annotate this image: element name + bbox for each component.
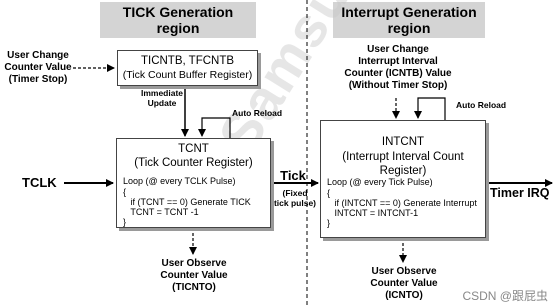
- observe-left-line3: (TICNTO): [172, 282, 216, 293]
- tick-fixed-pulse-label: (Fixed tick pulse): [272, 188, 318, 208]
- tick-sub-line1: (Fixed: [282, 188, 308, 198]
- user-change-right-line1: User Change: [367, 44, 429, 55]
- tcnt-title-line1: TCNT: [178, 143, 209, 155]
- auto-reload-left-label: Auto Reload: [232, 108, 283, 118]
- user-change-right-line4: (Without Timer Stop): [348, 80, 448, 91]
- interrupt-region-header: Interrupt Generation region: [333, 2, 485, 38]
- intcnt-code-line3: if (INTCNT == 0) Generate Interrupt: [327, 198, 477, 208]
- user-observe-interrupt-label: User Observe Counter Value (ICNTO): [360, 266, 448, 302]
- user-change-left-line1: User Change: [7, 50, 69, 61]
- auto-reload-left-path: [198, 117, 231, 150]
- intcnt-code-line1: Loop (@ every Tick Pulse): [327, 177, 433, 187]
- immediate-update-line1: Immediate: [140, 88, 184, 98]
- intcnt-title-line1: INTCNT: [381, 136, 425, 148]
- observe-left-line2: Counter Value: [160, 270, 228, 281]
- intcnt-code-line4: INTCNT = INTCNT-1: [327, 208, 419, 218]
- interrupt-region-title-line1: Interrupt Generation: [341, 4, 477, 20]
- tick-region-title-line2: region: [156, 20, 200, 36]
- tcnt-title-line2: (Tick Counter Register): [134, 157, 253, 169]
- tclk-label: TCLK: [22, 175, 57, 190]
- tick-region-header: TICK Generation region: [100, 2, 256, 38]
- tcnt-code-line3: if (TCNT == 0) Generate TICK: [123, 197, 251, 207]
- intcnt-code-line5: }: [327, 218, 331, 228]
- user-observe-tick-label: User Observe Counter Value (TICNTO): [150, 258, 238, 294]
- tcnt-code-line4: TCNT = TCNT -1: [123, 207, 199, 217]
- user-change-left-line2: Counter Value: [4, 62, 72, 73]
- user-change-left-line3: (Timer Stop): [8, 74, 68, 85]
- interrupt-interval-count-register: INTCNT (Interrupt Interval Count Registe…: [320, 120, 486, 238]
- buffer-title-line1: TICNTB, TFCNTB: [140, 55, 235, 67]
- intcnt-title-line2: (Interrupt Interval Count Register): [342, 151, 464, 177]
- tick-region-title-line1: TICK Generation: [122, 4, 234, 20]
- intcnt-code-line2: {: [327, 188, 331, 198]
- observe-right-line2: Counter Value: [370, 278, 438, 289]
- user-change-right-line3: Counter (ICNTB) Value: [344, 68, 452, 79]
- buffer-title-line2: (Tick Count Buffer Register): [122, 69, 253, 81]
- user-change-right-line2: Interrupt Interval: [358, 56, 438, 67]
- immediate-update-line2: Update: [147, 98, 177, 108]
- interrupt-region-title-line2: region: [387, 20, 431, 36]
- immediate-update-label: Immediate Update: [140, 88, 184, 108]
- observe-right-line1: User Observe: [371, 266, 437, 277]
- tcnt-code-line1: Loop (@ every TCLK Pulse): [123, 176, 236, 186]
- tick-sub-line2: tick pulse): [273, 198, 317, 208]
- tick-label: Tick: [280, 168, 306, 183]
- observe-right-line3: (ICNTO): [385, 290, 423, 301]
- tcnt-code-line2: {: [123, 187, 127, 197]
- auto-reload-right-path: [414, 97, 446, 120]
- user-change-interval-label: User Change Interrupt Interval Counter (…: [336, 44, 460, 92]
- tick-counter-register: TCNT (Tick Counter Register) Loop (@ eve…: [116, 138, 271, 228]
- user-change-counter-label: User Change Counter Value (Timer Stop): [0, 50, 76, 86]
- observe-left-line1: User Observe: [161, 258, 227, 269]
- auto-reload-right-label: Auto Reload: [456, 100, 507, 110]
- timer-irq-label: Timer IRQ: [490, 186, 550, 200]
- tick-count-buffer-register: TICNTB, TFCNTB (Tick Count Buffer Regist…: [117, 50, 258, 86]
- source-credit: CSDN @跟屁虫: [462, 289, 548, 303]
- tcnt-code-line5: }: [123, 217, 127, 227]
